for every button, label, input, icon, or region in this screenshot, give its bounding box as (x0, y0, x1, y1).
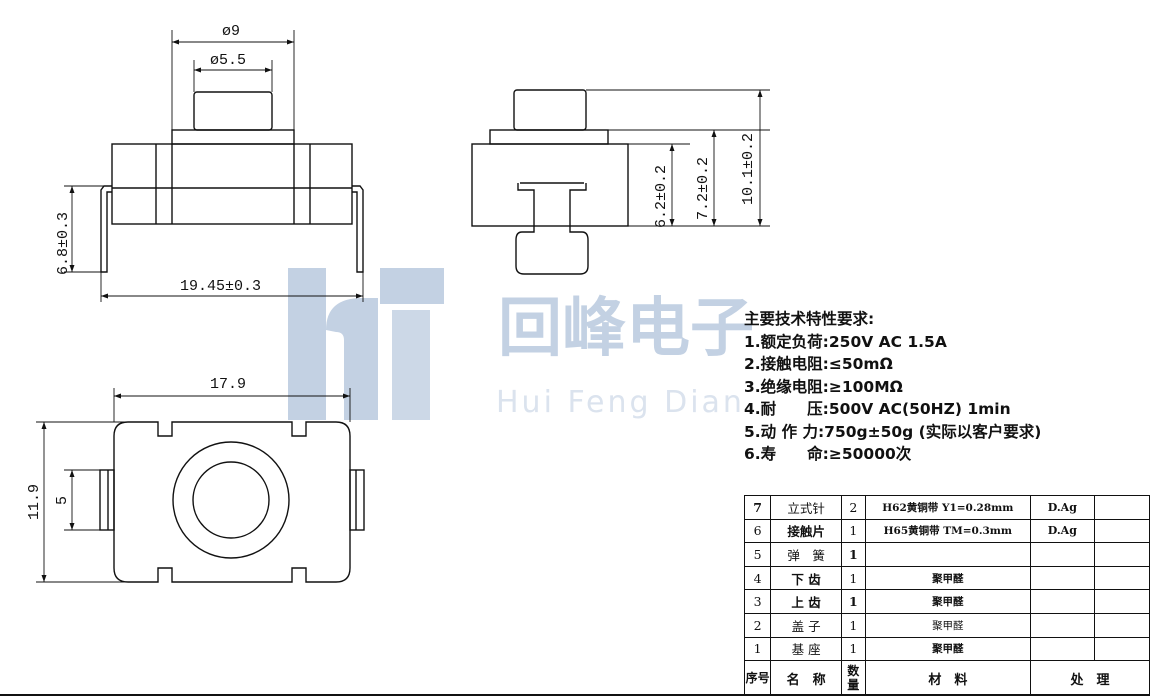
bom-row: 6 接触片 1 H65黄铜带 TM=0.3mm D.Ag (743, 518, 1150, 544)
top-view-dimensions (36, 388, 351, 583)
bom-material: 聚甲醛 (864, 612, 1032, 638)
bom-extra (1093, 495, 1150, 520)
top-dim-width: 17.9 (210, 376, 246, 393)
bom-treatment: D.Ag (1030, 495, 1095, 520)
watermark-company-name: 回峰电子 (498, 292, 754, 366)
bom-name: 下 齿 (770, 565, 843, 591)
bom-treatment (1030, 542, 1095, 567)
spec-rated-load: 1.额定负荷:250V AC 1.5A (744, 332, 947, 351)
bom-extra (1093, 636, 1150, 662)
bom-qty: 1 (841, 565, 866, 591)
side-dim-cap-height: 7.2±0.2 (695, 157, 712, 220)
watermark: 回峰电子 Hui Feng Dian (288, 268, 754, 420)
bom-row: 1 基 座 1 聚甲醛 (743, 636, 1150, 662)
bom-extra (1093, 589, 1150, 614)
bom-row: 3 上 齿 1 聚甲醛 (743, 589, 1150, 614)
bom-name: 接触片 (770, 518, 843, 544)
bom-material: 聚甲醛 (864, 589, 1032, 614)
bom-qty: 1 (841, 589, 866, 614)
front-view-dimensions (64, 30, 364, 302)
bom-no: 1 (743, 636, 772, 662)
bom-material (864, 542, 1032, 567)
bom-name: 盖 子 (770, 612, 843, 638)
specs-title: 主要技术特性要求: (744, 310, 875, 328)
bom-no: 7 (743, 495, 772, 520)
bom-treatment (1030, 589, 1095, 614)
bom-row: 7 立式针 2 H62黄铜带 Y1=0.28mm D.Ag (743, 495, 1150, 520)
bill-of-materials: 7 立式针 2 H62黄铜带 Y1=0.28mm D.Ag 6 接触片 1 H6… (743, 495, 1150, 697)
top-dim-pin-span: 5 (54, 496, 71, 505)
bom-row: 5 弹 簧 1 (743, 542, 1150, 567)
company-logo-mark (288, 268, 444, 420)
bom-extra (1093, 565, 1150, 591)
spec-insulation-resistance: 3.绝缘电阻:≥100MΩ (744, 377, 903, 396)
spec-operating-force: 5.动 作 力:750g±50g (实际以客户要求) (744, 422, 1042, 441)
front-dim-width: 19.45±0.3 (180, 278, 261, 295)
side-view-dimensions (586, 89, 770, 227)
bom-row: 4 下 齿 1 聚甲醛 (743, 565, 1150, 591)
side-view (471, 89, 629, 275)
bom-header-name: 名 称 (770, 660, 843, 697)
front-view (100, 91, 364, 273)
bom-header-material: 材 料 (864, 660, 1032, 697)
spec-life: 6.寿 命:≥50000次 (744, 445, 912, 463)
front-dim-inner-diameter: ø5.5 (210, 52, 246, 69)
bom-header-treatment: 处 理 (1030, 660, 1150, 697)
bom-no: 2 (743, 612, 772, 638)
bom-treatment: D.Ag (1030, 518, 1095, 544)
top-view (99, 421, 365, 583)
bom-name: 上 齿 (770, 589, 843, 614)
bom-qty: 1 (841, 518, 866, 544)
bom-header-no: 序号 (743, 660, 772, 697)
top-dim-height: 11.9 (26, 484, 43, 520)
front-dim-outer-diameter: ø9 (222, 23, 240, 40)
bom-header-qty: 数量 (841, 660, 866, 697)
bom-treatment (1030, 565, 1095, 591)
bom-row: 2 盖 子 1 聚甲醛 (743, 612, 1150, 638)
watermark-company-pinyin: Hui Feng Dian (496, 385, 745, 420)
bom-extra (1093, 542, 1150, 567)
bom-material: H65黄铜带 TM=0.3mm (864, 518, 1032, 544)
bom-material: 聚甲醛 (864, 636, 1032, 662)
bom-qty: 1 (841, 542, 866, 567)
bom-name: 基 座 (770, 636, 843, 662)
bom-no: 5 (743, 542, 772, 567)
bom-name: 立式针 (770, 495, 843, 520)
bom-no: 6 (743, 518, 772, 544)
bom-no: 4 (743, 565, 772, 591)
bom-treatment (1030, 636, 1095, 662)
spec-contact-resistance: 2.接触电阻:≤50mΩ (744, 355, 893, 373)
bom-material: 聚甲醛 (864, 565, 1032, 591)
side-dim-total-height: 10.1±0.2 (740, 133, 757, 205)
bom-treatment (1030, 612, 1095, 638)
bom-no: 3 (743, 589, 772, 614)
bom-material: H62黄铜带 Y1=0.28mm (864, 495, 1032, 520)
bom-name: 弹 簧 (770, 542, 843, 567)
bom-qty: 2 (841, 495, 866, 520)
bom-header-row: 序号 名 称 数量 材 料 处 理 (743, 660, 1150, 697)
spec-withstand-voltage: 4.耐 压:500V AC(50HZ) 1min (744, 400, 1011, 418)
bom-extra (1093, 612, 1150, 638)
bom-extra (1093, 518, 1150, 544)
technical-requirements: 主要技术特性要求: 1.额定负荷:250V AC 1.5A 2.接触电阻:≤50… (744, 308, 1144, 466)
side-dim-body-height: 6.2±0.2 (653, 165, 670, 228)
bom-qty: 1 (841, 636, 866, 662)
bom-qty: 1 (841, 612, 866, 638)
front-dim-height: 6.8±0.3 (55, 212, 72, 275)
